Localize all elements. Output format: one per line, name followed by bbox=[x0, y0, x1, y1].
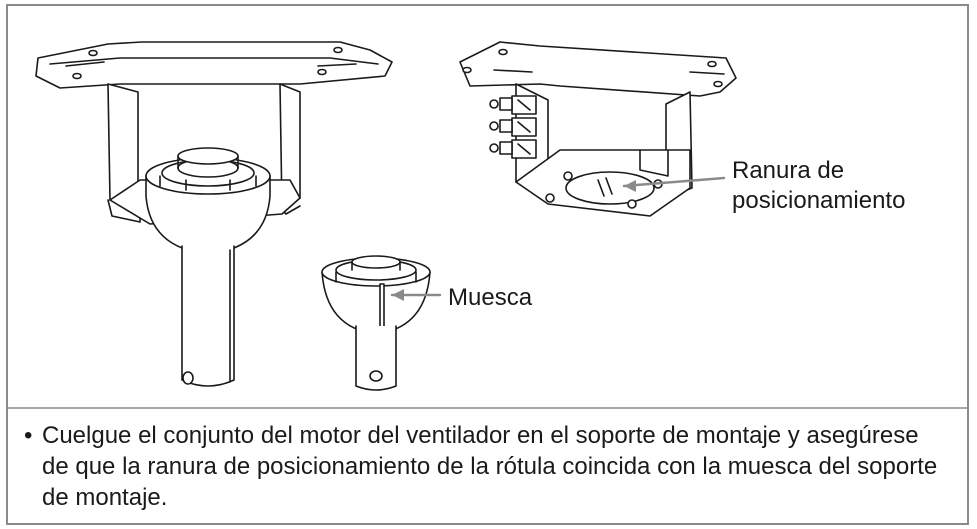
notch-label: Muesca bbox=[448, 284, 533, 311]
positioning-slot-label-line2: posicionamiento bbox=[732, 187, 906, 214]
mounting-bracket-rear-view bbox=[459, 41, 737, 217]
notch-callout-arrow bbox=[390, 289, 442, 301]
downrod-ball-in-bracket bbox=[145, 147, 271, 387]
figure-frame bbox=[6, 4, 969, 525]
positioning-slot-label-line1: Ranura de bbox=[732, 157, 845, 184]
instruction-caption: • Cuelgue el conjunto del motor del vent… bbox=[24, 420, 944, 513]
slot-callout-arrow bbox=[622, 176, 726, 192]
downrod-ball-with-notch bbox=[321, 255, 431, 391]
terminal-block bbox=[489, 95, 537, 159]
caption-bullet: • bbox=[24, 422, 33, 449]
caption-text: Cuelgue el conjunto del motor del ventil… bbox=[42, 422, 938, 511]
